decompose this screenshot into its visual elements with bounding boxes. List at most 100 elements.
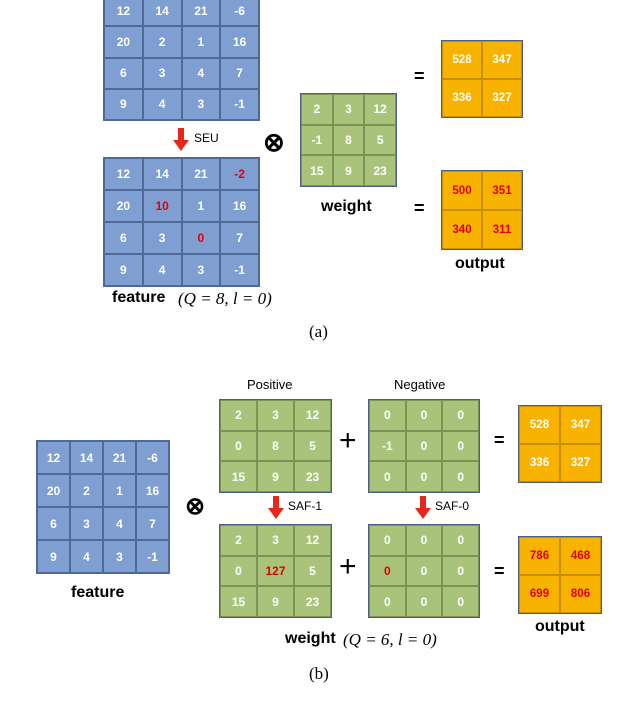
matrix-cell: 0 xyxy=(369,586,406,617)
matrix-cell: 0 xyxy=(442,586,479,617)
plus-sign-b2: + xyxy=(339,550,357,583)
matrix-cell: 14 xyxy=(142,158,182,190)
caption-b: (b) xyxy=(309,664,329,683)
seu-arrow-icon xyxy=(173,128,189,151)
matrix-cell: 12 xyxy=(294,400,331,431)
plus-sign-b1: + xyxy=(339,424,357,457)
matrix-cell: 0 xyxy=(405,555,443,587)
caption-a: (a) xyxy=(309,322,328,341)
matrix-cell: 351 xyxy=(482,171,522,210)
matrix-cell: 327 xyxy=(482,79,522,117)
matrix-cell: 347 xyxy=(560,406,601,444)
matrix-cell: -1 xyxy=(369,430,406,462)
saf1-arrow-icon xyxy=(268,496,284,519)
matrix-cell: 311 xyxy=(482,210,522,249)
matrix-cell: 528 xyxy=(442,41,482,79)
matrix-cell: 23 xyxy=(364,155,396,186)
matrix-cell: 2 xyxy=(70,474,103,507)
matrix-cell: -1 xyxy=(136,540,169,573)
matrix-cell: 3 xyxy=(70,507,103,540)
matrix-cell: 14 xyxy=(142,0,182,27)
matrix-cell: 327 xyxy=(560,444,601,482)
matrix-cell: 8 xyxy=(332,124,365,156)
matrix-cell: 21 xyxy=(181,0,221,27)
matrix-cell: 4 xyxy=(103,507,136,540)
equals-sign-b1: = xyxy=(494,430,505,450)
negative-label: Negative xyxy=(394,377,446,392)
equals-sign-b2: = xyxy=(494,561,505,581)
matrix-cell: 7 xyxy=(136,507,169,540)
matrix-cell: 1 xyxy=(181,190,221,222)
matrix-cell: 468 xyxy=(560,537,601,575)
matrix-cell: 5 xyxy=(294,555,331,587)
weight-label-a: weight xyxy=(321,198,372,215)
weight-params-b: (Q = 6, l = 0) xyxy=(343,630,437,649)
matrix-cell: 12 xyxy=(37,441,70,474)
matrix-cell: 4 xyxy=(142,88,182,120)
matrix-cell: 340 xyxy=(442,210,482,249)
matrix-cell: 0 xyxy=(442,400,479,431)
matrix-cell: 0 xyxy=(369,461,406,492)
matrix-cell: 2 xyxy=(220,400,257,431)
matrix-cell: 3 xyxy=(257,525,294,556)
matrix-cell: 20 xyxy=(104,26,143,58)
matrix-cell: 0 xyxy=(442,430,479,462)
matrix-cell: 336 xyxy=(519,444,560,482)
matrix-cell: 0 xyxy=(405,461,443,492)
matrix-cell: 7 xyxy=(220,57,259,89)
feature-params-a: (Q = 8, l = 0) xyxy=(178,289,272,308)
matrix-cell: 1 xyxy=(181,26,221,58)
matrix-cell: 699 xyxy=(519,575,560,613)
matrix-cell: 3 xyxy=(103,540,136,573)
matrix-cell: 528 xyxy=(519,406,560,444)
matrix-cell: 3 xyxy=(142,222,182,254)
matrix-cell: 0 xyxy=(220,430,257,462)
matrix-cell: 8 xyxy=(257,430,294,462)
matrix-cell: 9 xyxy=(257,586,294,617)
matrix-cell: 0 xyxy=(181,222,221,254)
matrix-cell: 0 xyxy=(405,400,443,431)
matrix-cell: 12 xyxy=(294,525,331,556)
matrix-cell: 3 xyxy=(181,254,221,286)
convolution-operator-a: ⊗ xyxy=(263,127,285,157)
matrix-cell: -1 xyxy=(220,254,259,286)
matrix-cell: 9 xyxy=(104,254,143,286)
matrix-cell: -6 xyxy=(220,0,259,27)
matrix-cell: 0 xyxy=(405,586,443,617)
matrix-cell: 9 xyxy=(37,540,70,573)
matrix-cell: 21 xyxy=(103,441,136,474)
matrix-cell: -6 xyxy=(136,441,169,474)
matrix-cell: 0 xyxy=(220,555,257,587)
matrix-cell: 21 xyxy=(181,158,221,190)
matrix-cell: 12 xyxy=(104,158,143,190)
matrix-cell: 4 xyxy=(70,540,103,573)
matrix-cell: 16 xyxy=(220,190,259,222)
weight-label-b: weight xyxy=(285,630,336,647)
matrix-cell: 6 xyxy=(104,57,143,89)
equals-sign-a1: = xyxy=(414,66,425,86)
matrix-cell: 1 xyxy=(103,474,136,507)
matrix-cell: 0 xyxy=(369,400,406,431)
feature-label-b: feature xyxy=(71,584,125,601)
matrix-cell: 23 xyxy=(294,461,331,492)
matrix-cell: 2 xyxy=(301,94,333,125)
matrix-cell: 2 xyxy=(220,525,257,556)
matrix-cell: -2 xyxy=(220,158,259,190)
matrix-cell: 0 xyxy=(442,525,479,556)
matrix-cell: 16 xyxy=(220,26,259,58)
matrix-cell: 7 xyxy=(220,222,259,254)
matrix-cell: 15 xyxy=(220,586,257,617)
positive-label: Positive xyxy=(247,377,293,392)
matrix-cell: -1 xyxy=(301,124,333,156)
matrix-cell: 6 xyxy=(104,222,143,254)
matrix-cell: 127 xyxy=(257,555,294,587)
matrix-cell: 347 xyxy=(482,41,522,79)
saf0-arrow-icon xyxy=(415,496,431,519)
